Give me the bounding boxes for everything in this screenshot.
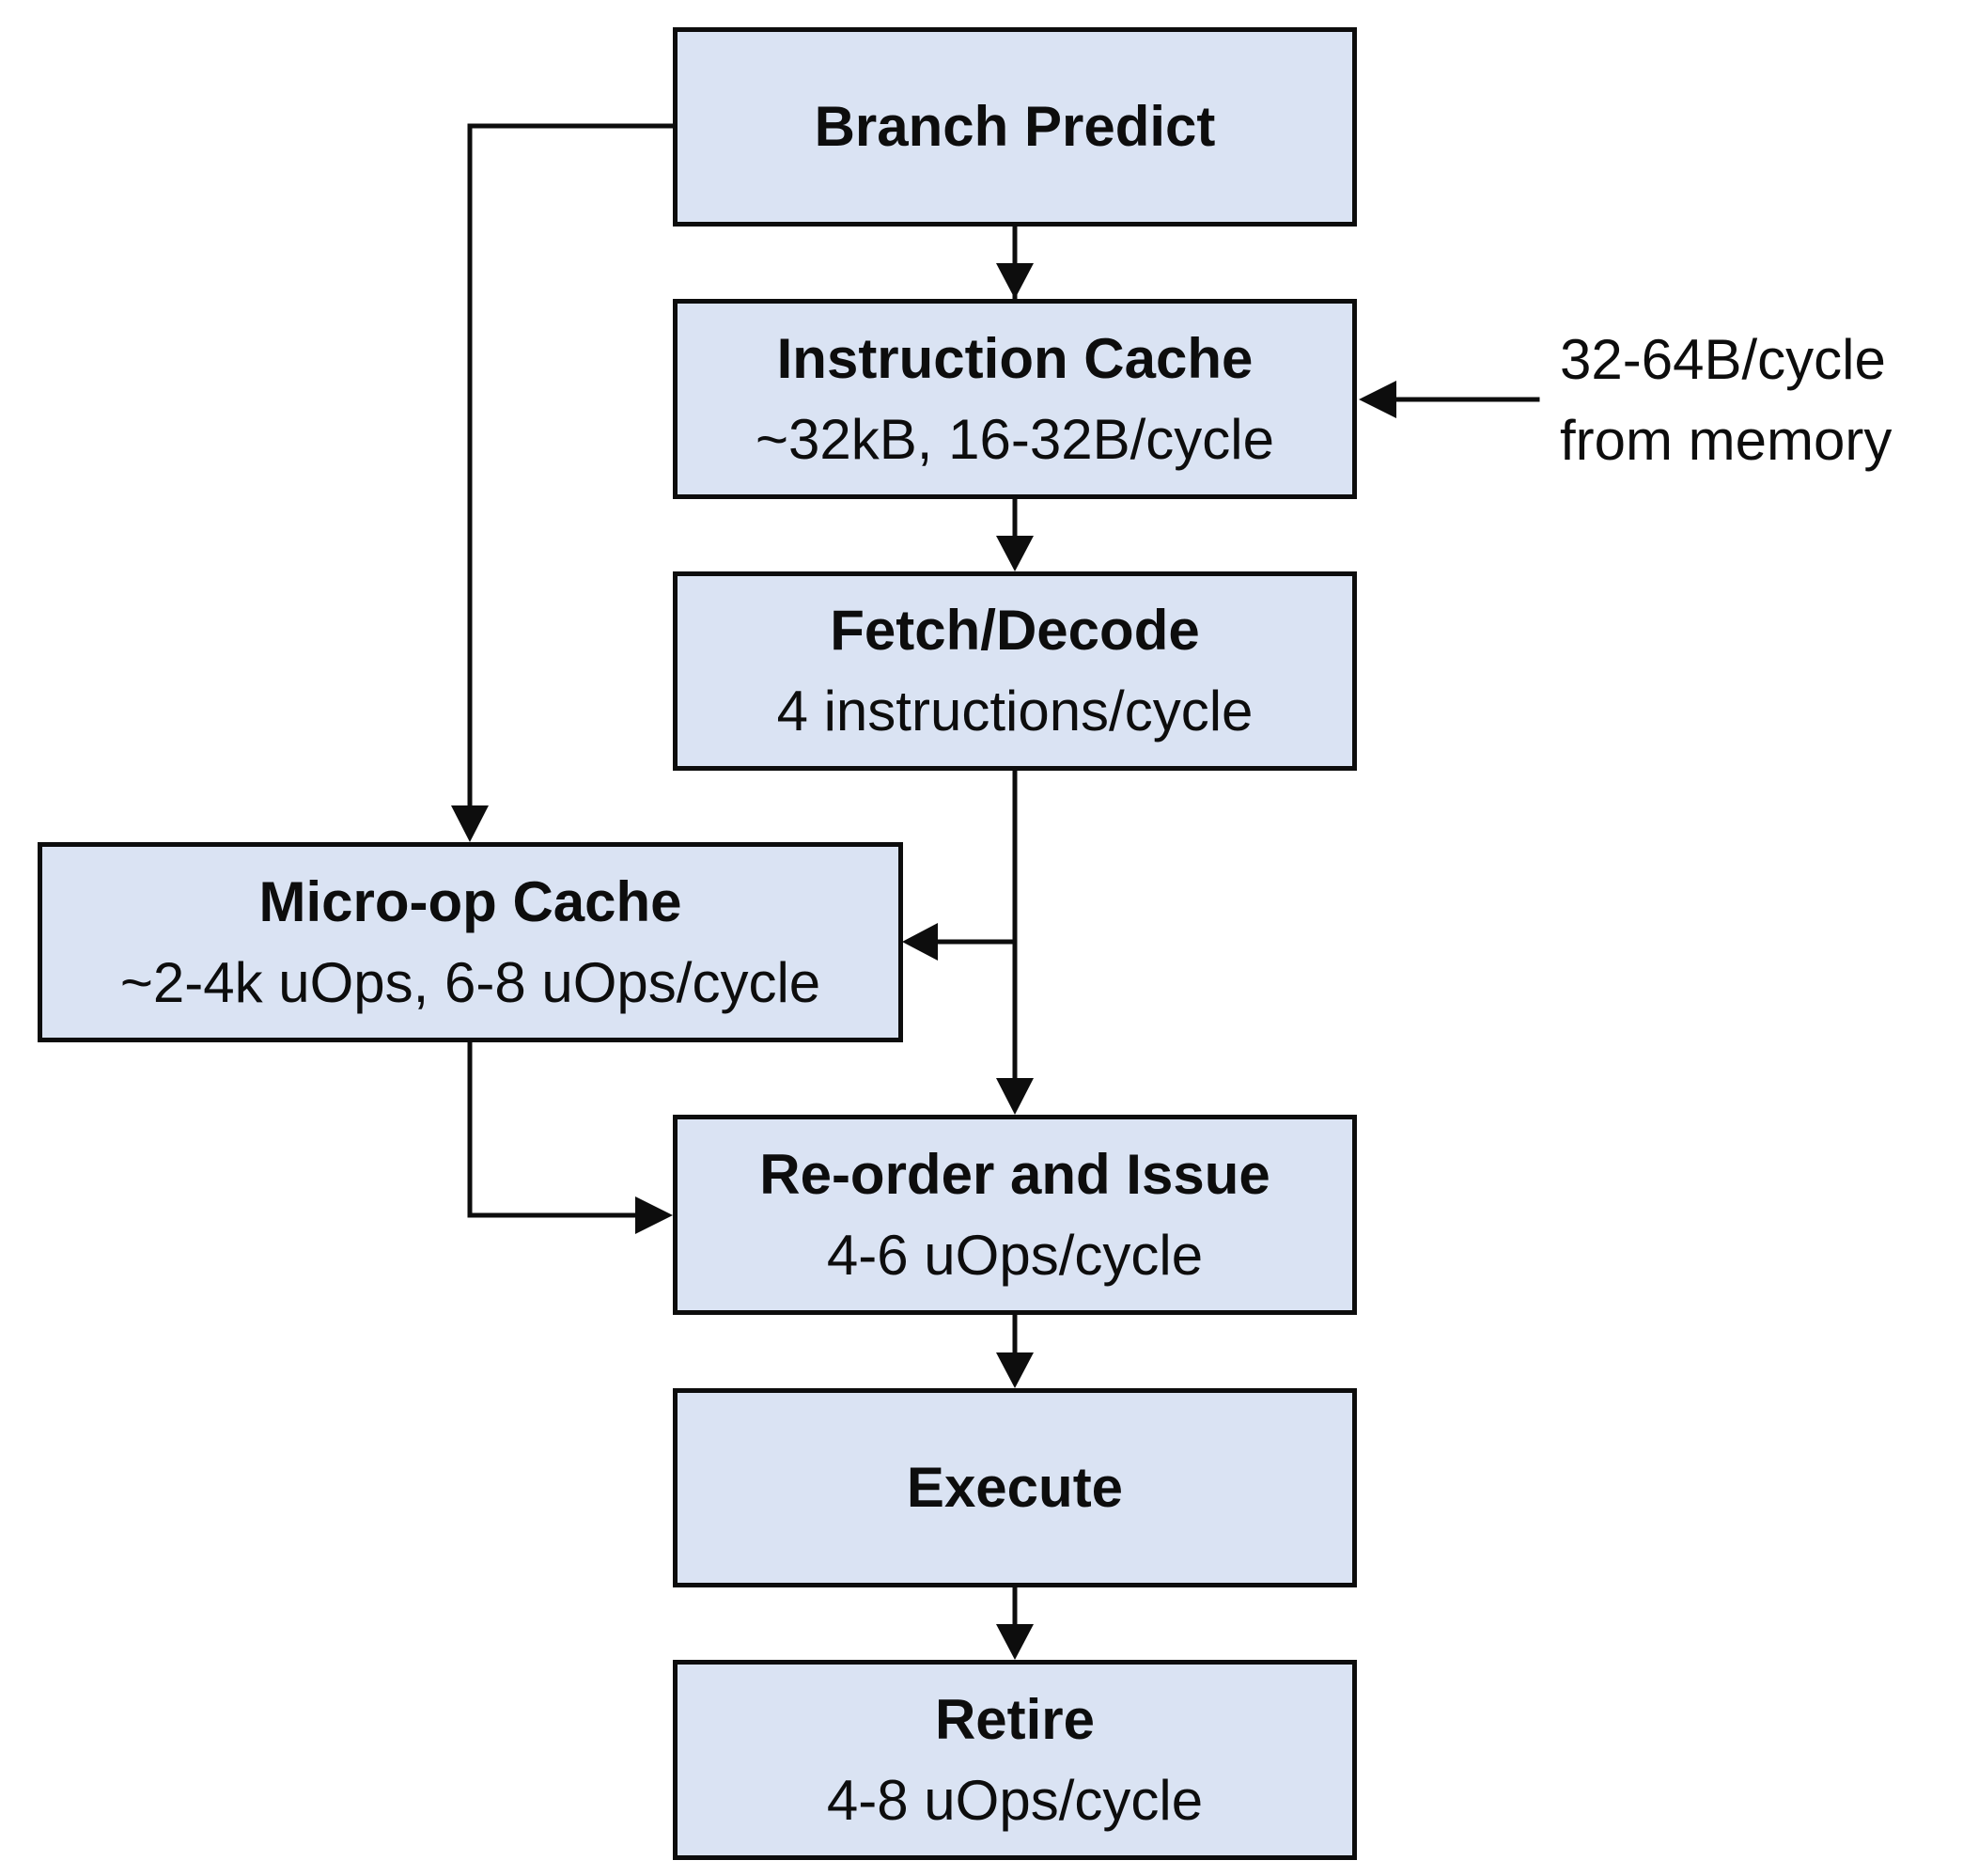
execute-block: Execute — [673, 1388, 1357, 1587]
arrowhead-branch-to-uopcache — [451, 805, 489, 842]
block-detail: ~32kB, 16-32B/cycle — [756, 407, 1274, 471]
arrowhead-fetch-to-uopcache — [902, 923, 938, 961]
arrow-branch-to-uopcache — [467, 123, 676, 811]
block-title: Instruction Cache — [776, 326, 1254, 390]
fetch-decode-block: Fetch/Decode 4 instructions/cycle — [673, 571, 1357, 771]
block-detail: 4 instructions/cycle — [776, 680, 1254, 743]
block-detail: 4-8 uOps/cycle — [826, 1768, 1204, 1832]
memory-label-line1: 32-64B/cycle — [1560, 328, 1886, 391]
arrowhead-reorder-to-execute — [996, 1352, 1034, 1388]
arrowhead-fetch-to-reorder — [996, 1078, 1034, 1115]
block-title: Fetch/Decode — [830, 599, 1200, 662]
arrowhead-uopcache-to-reorder — [635, 1196, 673, 1234]
instruction-cache-block: Instruction Cache ~32kB, 16-32B/cycle — [673, 299, 1357, 499]
memory-label-line2: from memory — [1560, 409, 1893, 472]
arrowhead-icache-to-fetch — [996, 536, 1034, 571]
retire-block: Retire 4-8 uOps/cycle — [673, 1660, 1357, 1860]
arrow-uopcache-to-reorder — [467, 1039, 642, 1218]
block-title: Micro-op Cache — [258, 869, 682, 933]
micro-op-cache-block: Micro-op Cache ~2-4k uOps, 6-8 uOps/cycl… — [38, 842, 903, 1042]
block-title: Retire — [934, 1687, 1096, 1751]
block-detail: 4-6 uOps/cycle — [826, 1223, 1204, 1287]
arrowhead-memory-to-icache — [1359, 381, 1396, 418]
block-detail: ~2-4k uOps, 6-8 uOps/cycle — [119, 950, 821, 1014]
arrowhead-branch-to-icache — [996, 263, 1034, 299]
reorder-issue-block: Re-order and Issue 4-6 uOps/cycle — [673, 1115, 1357, 1315]
branch-predict-block: Branch Predict — [673, 27, 1357, 227]
block-title: Re-order and Issue — [759, 1142, 1270, 1206]
memory-bandwidth-label: 32-64B/cycle from memory — [1560, 320, 1892, 481]
block-title: Execute — [906, 1456, 1124, 1519]
block-title: Branch Predict — [814, 95, 1216, 158]
arrowhead-execute-to-retire — [996, 1624, 1034, 1660]
